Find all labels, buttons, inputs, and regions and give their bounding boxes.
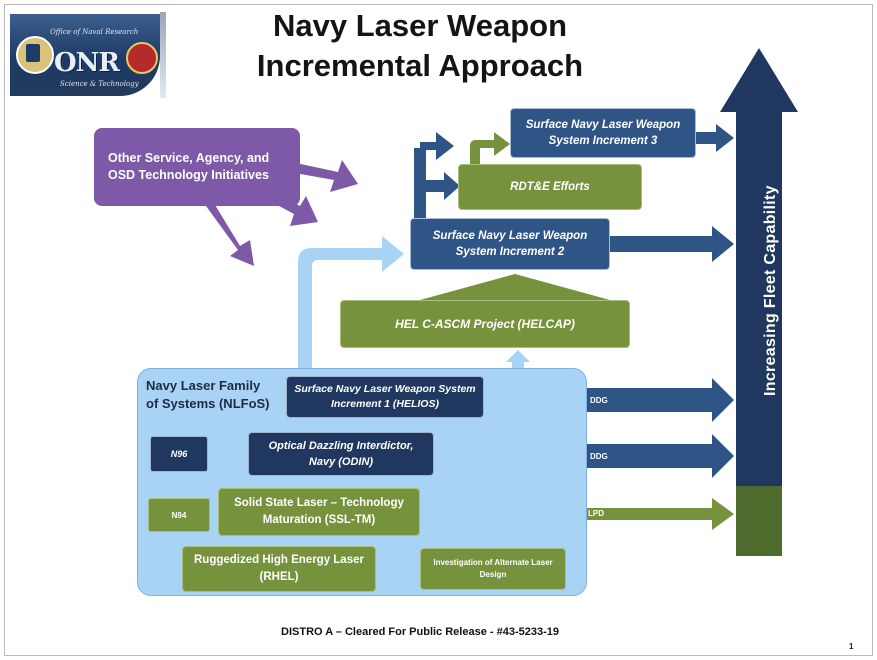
- ssltm-box: Solid State Laser – Technology Maturatio…: [218, 488, 420, 536]
- other-initiatives-label: Other Service, Agency, and OSD Technolog…: [108, 151, 270, 182]
- capability-arrow-shaft: [736, 112, 782, 556]
- odin-platform-label: DDG: [590, 452, 608, 461]
- n96-label: N96: [170, 449, 188, 459]
- branch-arrow-up-right: [420, 132, 454, 160]
- capability-arrow-head: [720, 48, 798, 112]
- footer-distribution: DISTRO A – Cleared For Public Release - …: [281, 626, 559, 638]
- rhel-box: Ruggedized High Energy Laser (RHEL): [182, 546, 376, 592]
- purple-arrow-lower: [206, 200, 254, 266]
- logo-wordmark: ONR: [54, 48, 120, 78]
- increment2-label: Surface Navy Laser Weapon System Increme…: [432, 230, 588, 258]
- logo-arc-bottom: Science & Technology: [60, 80, 139, 88]
- n94-badge: N94: [148, 498, 210, 532]
- ssltm-platform-label: LPD: [588, 509, 604, 518]
- helios-platform-label: DDG: [590, 396, 608, 405]
- helios-label: Surface Navy Laser Weapon System Increme…: [294, 383, 476, 410]
- increment3-box: Surface Navy Laser Weapon System Increme…: [510, 108, 696, 158]
- increment2-output-arrow: [610, 226, 734, 262]
- helcap-box: HEL C-ASCM Project (HELCAP): [340, 300, 630, 348]
- helcap-label: HEL C-ASCM Project (HELCAP): [395, 317, 575, 331]
- increment2-branch-arrows: [414, 148, 460, 222]
- logo-divider: [160, 12, 166, 98]
- increment3-output-arrow: [696, 124, 734, 152]
- rdte-box: RDT&E Efforts: [458, 164, 642, 210]
- increment2-box: Surface Navy Laser Weapon System Increme…: [410, 218, 610, 270]
- rdte-to-increment3-arrow: [470, 132, 510, 164]
- helcap-to-increment2-arrow: [420, 274, 610, 300]
- odin-label: Optical Dazzling Interdictor, Navy (ODIN…: [268, 440, 414, 468]
- nlfos-to-increment2-arrow: [298, 236, 404, 370]
- helcap-input-arrow: [506, 350, 530, 370]
- odin-box: Optical Dazzling Interdictor, Navy (ODIN…: [248, 432, 434, 476]
- helios-box: Surface Navy Laser Weapon System Increme…: [286, 376, 484, 418]
- n94-label: N94: [171, 510, 187, 520]
- page-number: 1: [849, 642, 854, 651]
- n96-badge: N96: [150, 436, 208, 472]
- anchor-icon: [26, 44, 40, 62]
- increment3-label: Surface Navy Laser Weapon System Increme…: [525, 119, 681, 147]
- logo-arc-top: Office of Naval Research: [50, 28, 139, 36]
- marine-seal-icon: [126, 42, 158, 74]
- rhel-label: Ruggedized High Energy Laser (RHEL): [194, 554, 364, 583]
- capability-arrow-base: [736, 486, 782, 556]
- capability-label: Increasing Fleet Capability: [762, 185, 779, 396]
- alt-laser-label: Investigation of Alternate Laser Design: [433, 558, 553, 579]
- onr-logo: ONR Office of Naval Research Science & T…: [10, 14, 160, 96]
- rdte-label: RDT&E Efforts: [510, 181, 590, 193]
- page-title: Navy Laser Weapon Incremental Approach: [256, 8, 584, 83]
- nlfos-label: Navy Laser Family of Systems (NLFoS): [146, 378, 270, 411]
- other-initiatives-box: Other Service, Agency, and OSD Technolog…: [94, 128, 300, 206]
- alt-laser-box: Investigation of Alternate Laser Design: [420, 548, 566, 590]
- ssltm-label: Solid State Laser – Technology Maturatio…: [234, 497, 404, 526]
